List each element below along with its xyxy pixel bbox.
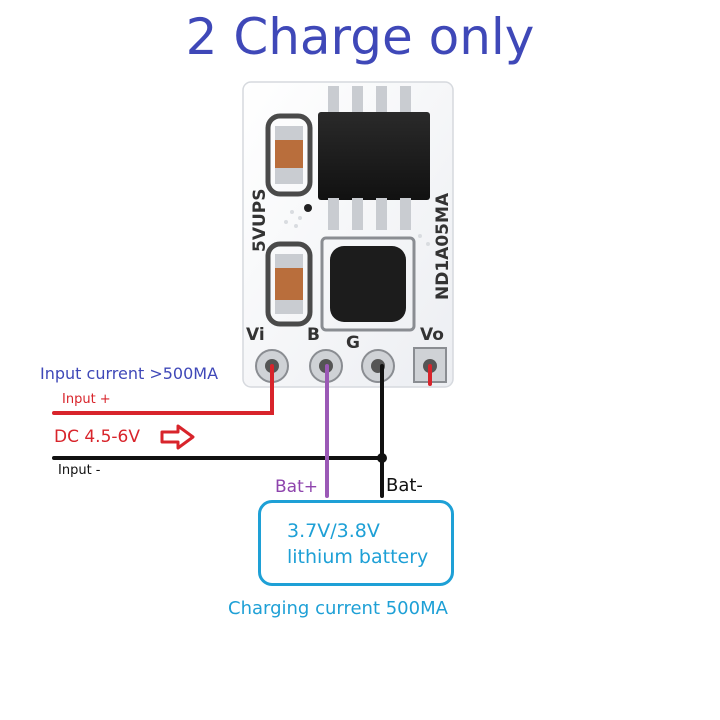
dc-range-label: DC 4.5-6V (54, 427, 140, 447)
capacitor-bottom (265, 241, 313, 327)
battery-voltage-label: 3.7V/3.8V (287, 520, 380, 542)
bat-minus-label: Bat- (386, 475, 423, 496)
pin-pad-g (361, 349, 395, 383)
capacitor-top (265, 113, 313, 197)
pin-label-vi: Vi (246, 325, 265, 345)
wires (52, 364, 432, 498)
wire-input-positive (52, 364, 274, 415)
silkscreen-model: ND1A05MA (433, 192, 453, 300)
input-minus-label: Input - (58, 463, 101, 478)
page-title: 2 Charge only (185, 8, 535, 66)
pin-label-g: G (346, 333, 360, 353)
input-plus-label: Input + (62, 392, 111, 407)
junction-dot (377, 453, 387, 463)
pin-label-b: B (307, 325, 320, 345)
arrow-right-icon (160, 424, 195, 450)
battery-box (258, 500, 454, 586)
inductor (320, 236, 416, 332)
silkscreen-5vups: 5VUPS (250, 189, 270, 253)
pin-label-vo: Vo (420, 325, 444, 345)
pcb-module: 5VUPS ND1A05MA Vi B G Vo (242, 81, 454, 388)
vias (284, 210, 430, 246)
bat-plus-label: Bat+ (275, 477, 318, 497)
ic-chip (304, 86, 430, 230)
battery-type-label: lithium battery (287, 546, 429, 568)
charging-current-label: Charging current 500MA (228, 598, 448, 619)
input-current-label: Input current >500MA (40, 364, 219, 383)
